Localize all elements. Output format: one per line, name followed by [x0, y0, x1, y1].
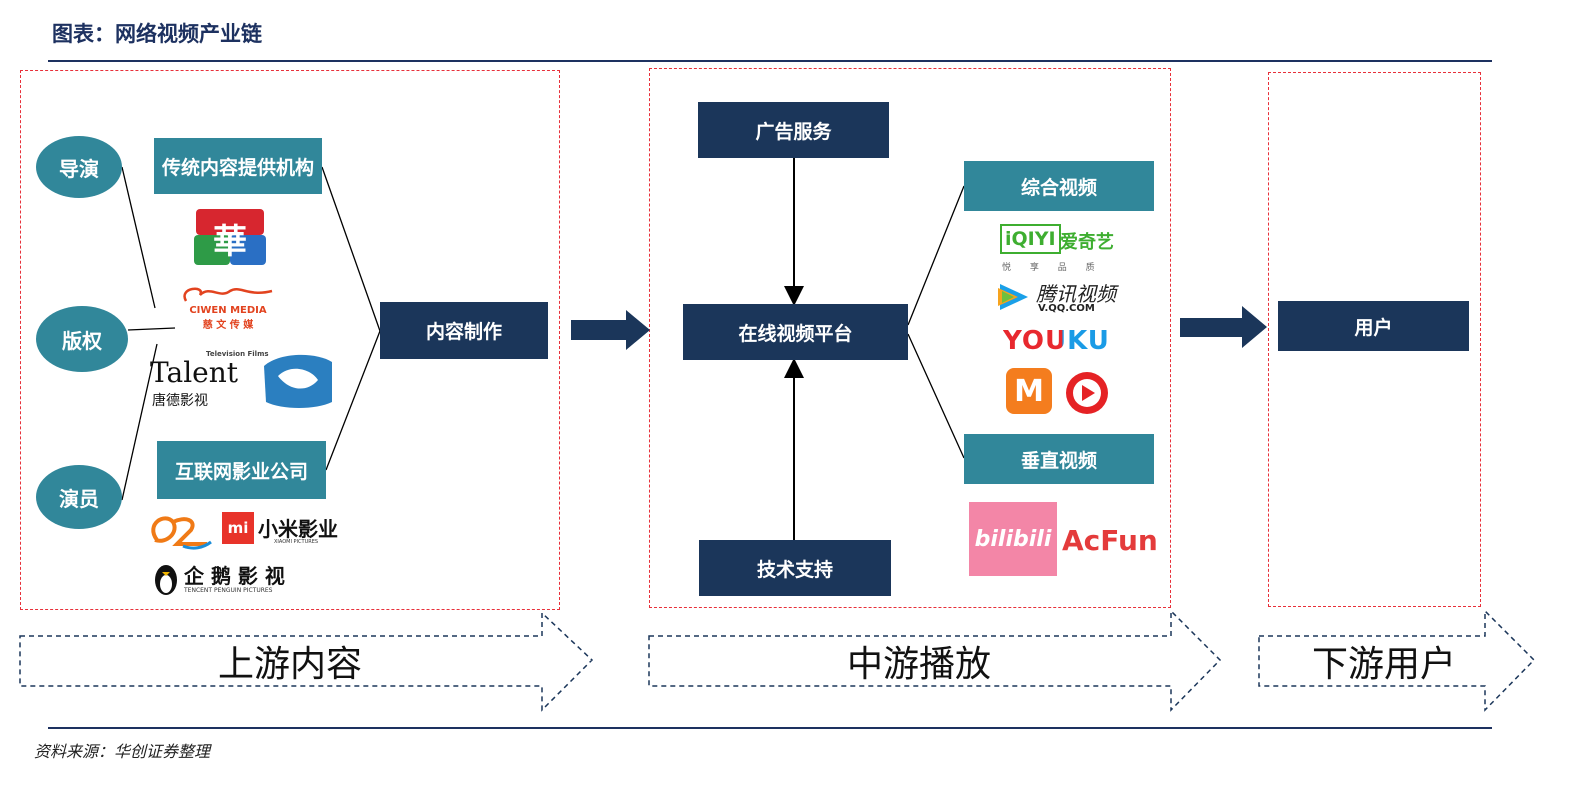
downstream-dashed-box [1268, 72, 1481, 607]
title-divider [48, 60, 1492, 62]
xiaomi-mi-text: mi [222, 512, 254, 544]
upstream-dashed-box [20, 70, 560, 610]
youku-logo: YOUKU [1003, 326, 1110, 356]
role-actor: 演员 [36, 465, 122, 529]
hualu-logo: 華 [194, 209, 266, 265]
youku-text: YOUKU [1003, 326, 1110, 356]
tencent-video-logo: 腾讯视频 V.QQ.COM [996, 278, 1126, 316]
midstream-dashed-box [649, 68, 1171, 608]
tangde-cn-text: 唐德影视 [152, 393, 208, 409]
ciwen-en-text: CIWEN MEDIA [189, 305, 267, 316]
stage-downstream-label: 下游用户 [1311, 644, 1456, 685]
general-video-box: 综合视频 [964, 161, 1154, 211]
bilibili-logo: bilibili [969, 502, 1057, 576]
ciwen-logo: CIWEN MEDIA 慈 文 传 媒 [176, 283, 280, 345]
online-video-platform-box: 在线视频平台 [683, 304, 908, 360]
content-production-box: 内容制作 [380, 302, 548, 359]
penguin-cn-text: 企 鹅 影 视 [184, 564, 285, 588]
user-box: 用户 [1278, 301, 1469, 351]
stage-upstream-label: 上游内容 [217, 644, 362, 685]
iqiyi-text: iQIYI [1000, 224, 1061, 254]
penguin-en-text: TENCENT PENGUIN PICTURES [184, 587, 273, 594]
iqiyi-logo: iQIYI 爱奇艺 悦 享 品 质 [1000, 222, 1118, 274]
tangde-logo: Television Films Talent 唐德影视 [150, 350, 336, 410]
penguin-icon [155, 565, 177, 595]
internet-studio-box: 互联网影业公司 [157, 441, 326, 499]
role-copyright: 版权 [36, 306, 128, 372]
iqiyi-sub-text: 悦 享 品 质 [1002, 263, 1103, 273]
xiaomi-pictures-logo: mi 小米影业 XIAOMI PICTURES [222, 512, 340, 548]
svg-text:華: 華 [213, 222, 247, 262]
iqiyi-cn-text: 爱奇艺 [1060, 232, 1114, 253]
source-note: 资料来源：华创证券整理 [34, 742, 211, 761]
tencent-play-icon [998, 284, 1028, 310]
ad-service-box: 广告服务 [698, 102, 889, 158]
mgtv-logo: M [1006, 368, 1052, 414]
alibaba-pictures-logo [151, 516, 212, 550]
xiaomi-en-text: XIAOMI PICTURES [274, 539, 319, 545]
tangde-emblem-icon [264, 354, 332, 408]
tangde-en-text: Talent [150, 356, 239, 389]
traditional-provider-box: 传统内容提供机构 [154, 138, 322, 194]
role-director: 导演 [36, 136, 122, 198]
tencent-cn-text: 腾讯视频 [1036, 282, 1116, 306]
page-title: 图表：网络视频产业链 [52, 22, 262, 46]
penguin-pictures-logo: 企 鹅 影 视 TENCENT PENGUIN PICTURES [152, 558, 314, 598]
tech-support-box: 技术支持 [699, 540, 891, 596]
ciwen-cn-text: 慈 文 传 媒 [202, 320, 254, 331]
sohu-video-logo [1066, 372, 1108, 414]
tangde-small-text: Television Films [206, 350, 269, 358]
stage-midstream-label: 中游播放 [846, 644, 991, 685]
tencent-url-text: V.QQ.COM [1038, 303, 1095, 314]
acfun-logo: AcFun [1062, 524, 1158, 557]
vertical-video-box: 垂直视频 [964, 434, 1154, 484]
footer-divider [48, 727, 1492, 729]
xiaomi-cn-text: 小米影业 [258, 517, 338, 541]
